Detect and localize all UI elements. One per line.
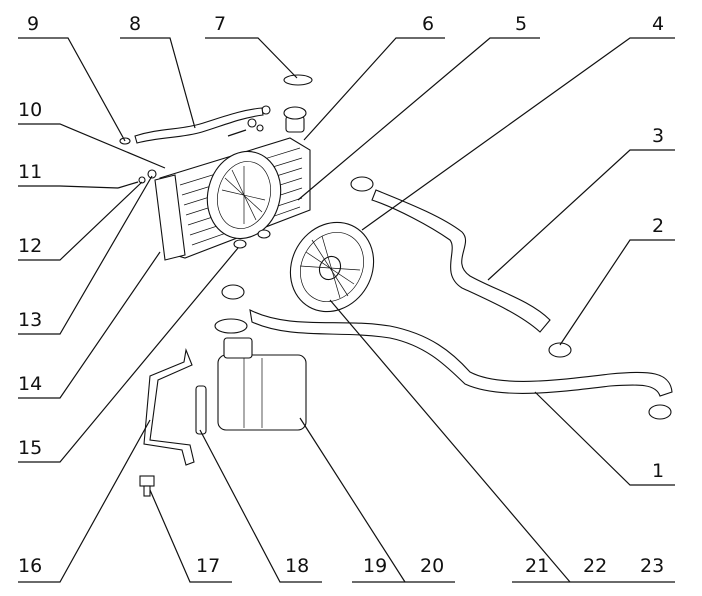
callout-19: 19 xyxy=(363,555,387,577)
callout-10: 10 xyxy=(18,99,42,121)
callout-5: 5 xyxy=(515,13,527,35)
clamp-lower-right xyxy=(648,404,672,420)
clamp-left xyxy=(221,284,245,300)
callout-9: 9 xyxy=(27,13,39,35)
upper-hose xyxy=(371,189,551,333)
tank-strap xyxy=(195,385,207,435)
callout-4: 4 xyxy=(652,13,664,35)
bushing-a xyxy=(233,239,247,249)
callout-12: 12 xyxy=(18,235,42,257)
radiator-assembly xyxy=(154,105,311,261)
callout-20: 20 xyxy=(420,555,444,577)
washer xyxy=(138,176,146,184)
callout-15: 15 xyxy=(18,437,42,459)
callout-18: 18 xyxy=(285,555,309,577)
callout-labels: 9 8 7 6 5 4 3 2 1 10 11 12 13 14 15 16 1… xyxy=(18,13,664,577)
callout-14: 14 xyxy=(18,373,42,395)
callout-11: 11 xyxy=(18,161,42,183)
callout-21: 21 xyxy=(525,555,549,577)
expansion-tank xyxy=(214,318,307,431)
bolt xyxy=(117,181,139,189)
nut xyxy=(147,169,157,179)
small-hose xyxy=(134,107,264,144)
callout-2: 2 xyxy=(652,215,664,237)
callout-6: 6 xyxy=(422,13,434,35)
callout-3: 3 xyxy=(652,125,664,147)
callout-8: 8 xyxy=(129,13,141,35)
callout-22: 22 xyxy=(583,555,607,577)
electric-fan xyxy=(289,221,375,313)
bushing-b xyxy=(257,229,271,239)
lower-hose xyxy=(249,309,673,397)
clamp-right xyxy=(548,342,572,358)
callout-17: 17 xyxy=(196,555,220,577)
leader-lines xyxy=(18,37,675,583)
callout-16: 16 xyxy=(18,555,42,577)
tank-bracket xyxy=(143,347,195,466)
callout-13: 13 xyxy=(18,309,42,331)
clamp-upper xyxy=(350,176,374,192)
callout-7: 7 xyxy=(214,13,226,35)
callout-1: 1 xyxy=(652,460,664,482)
cap-gasket xyxy=(283,74,313,86)
callout-23: 23 xyxy=(640,555,664,577)
